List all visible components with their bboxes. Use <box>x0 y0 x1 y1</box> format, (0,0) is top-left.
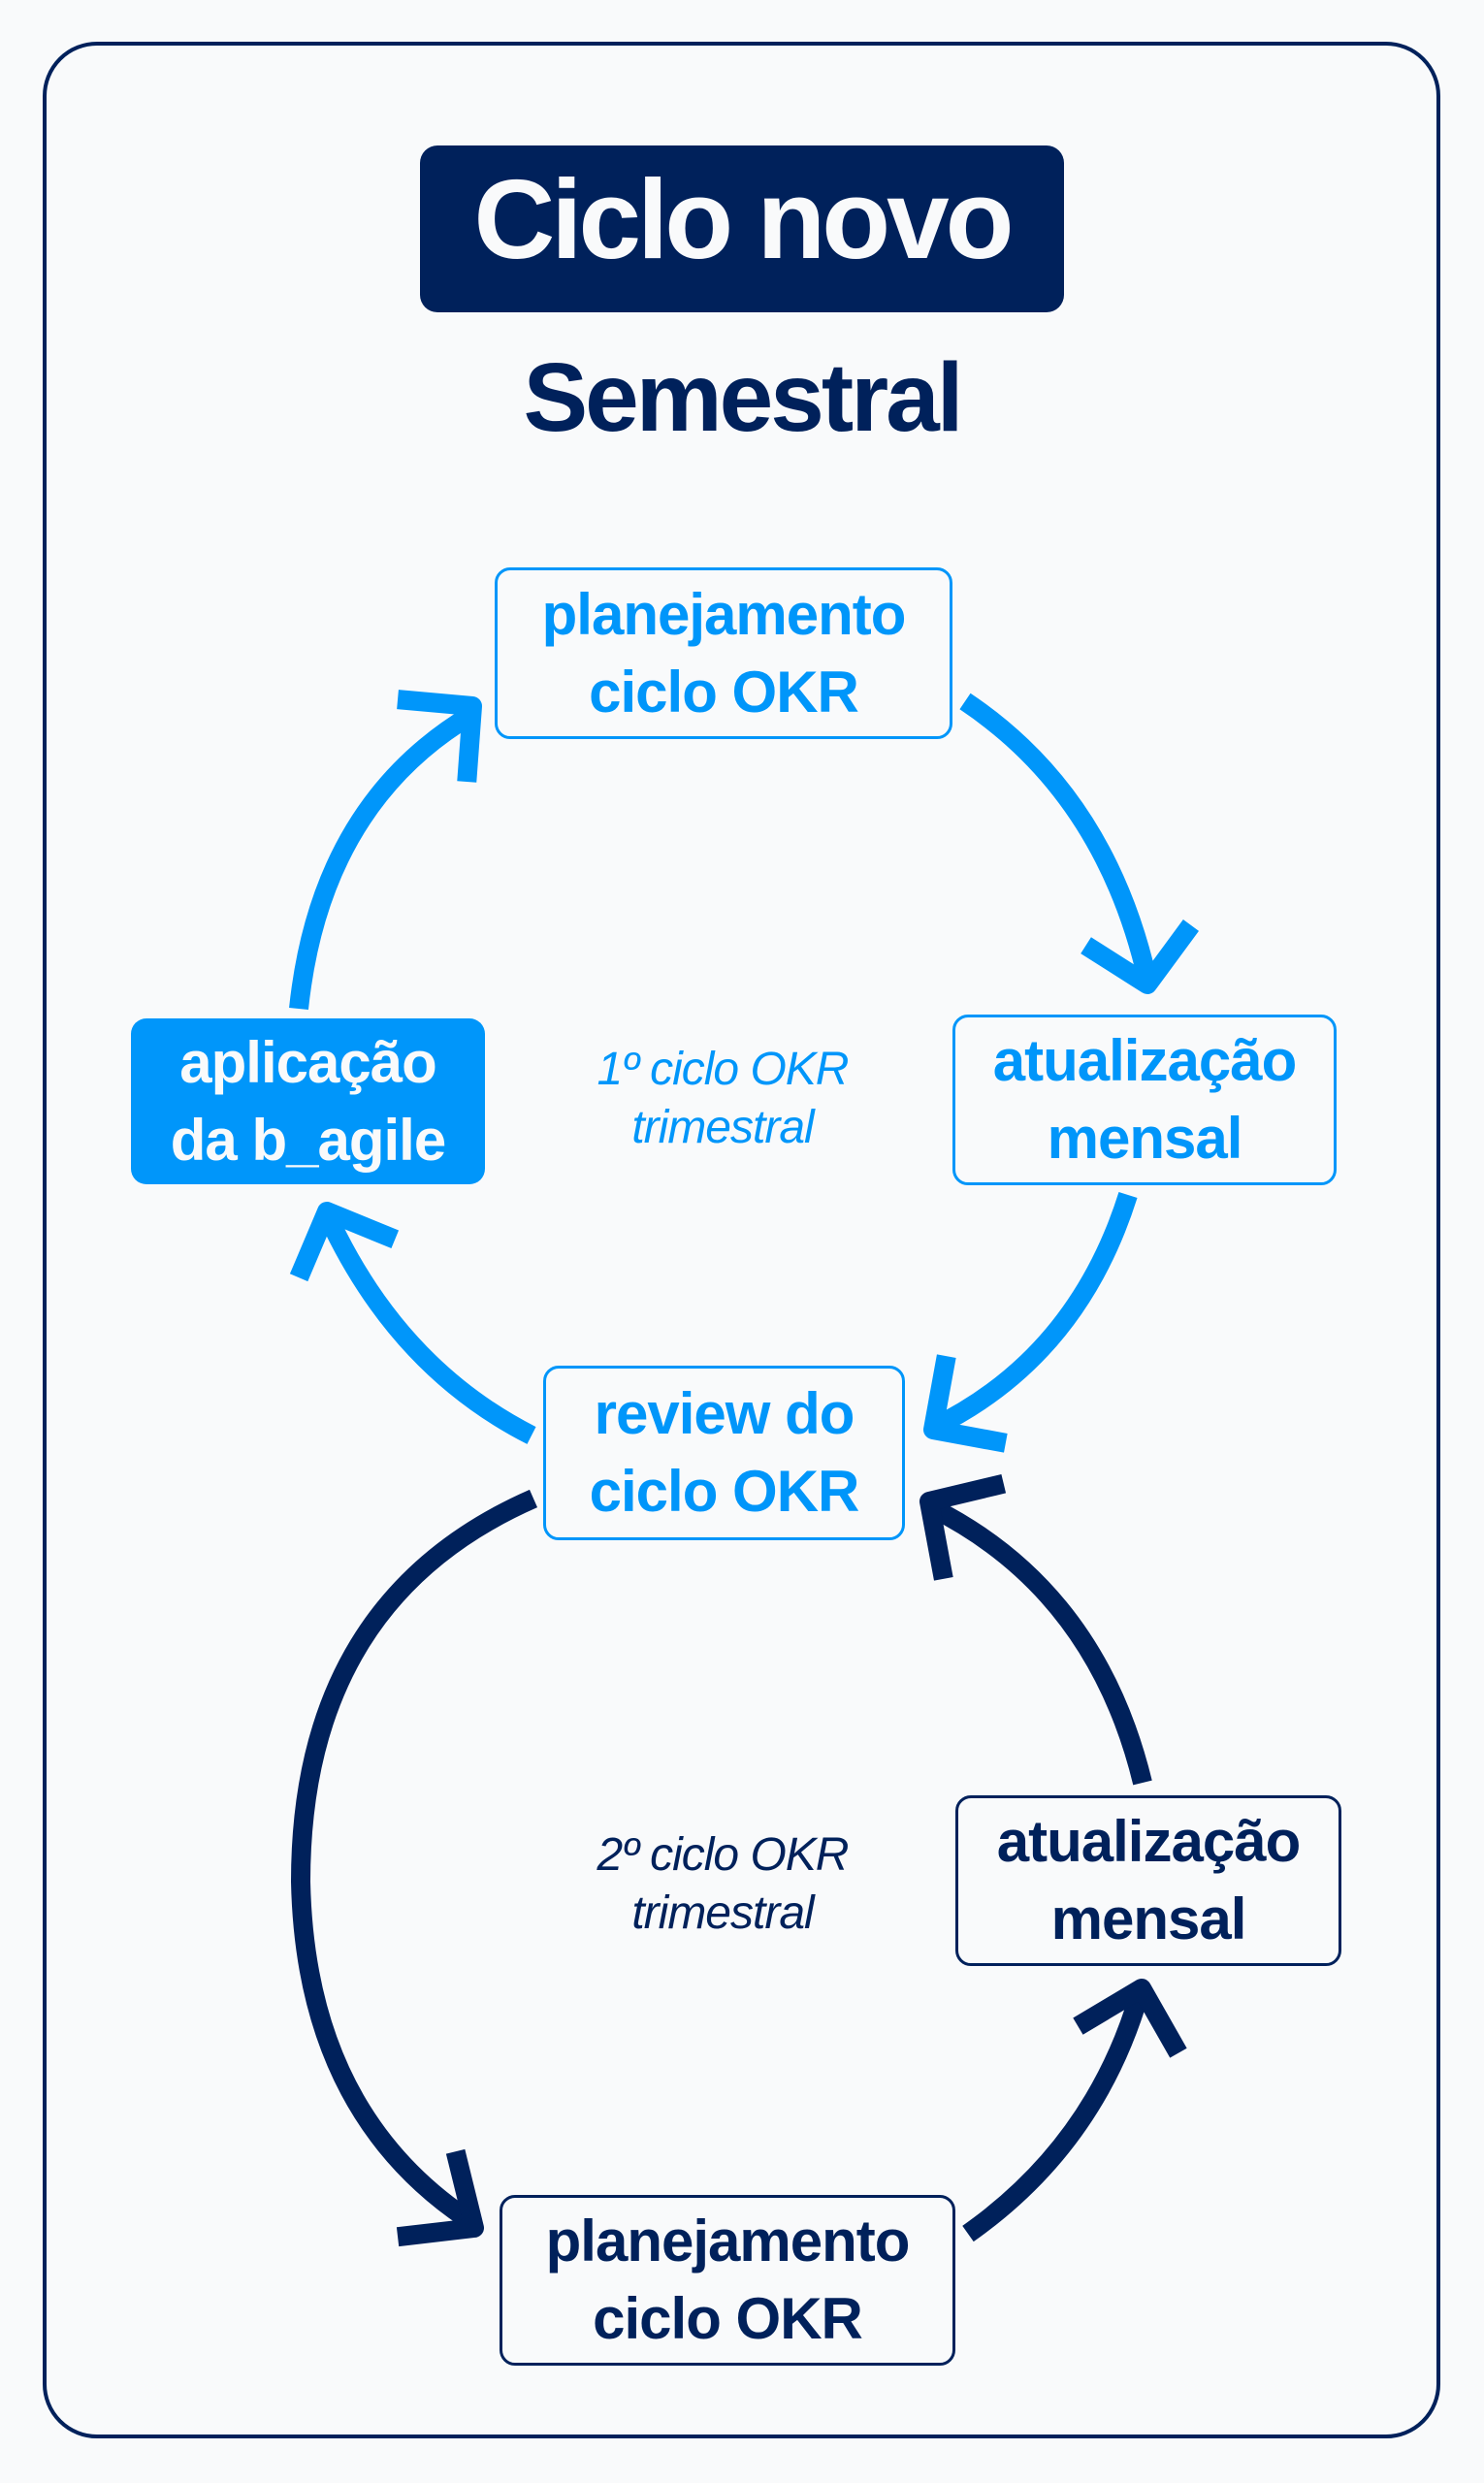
arrow-head <box>289 1202 400 1282</box>
second-cycle-label: 2º ciclo OKR trimestral <box>529 1826 917 1943</box>
node-label-line: atualização <box>992 1028 1297 1093</box>
node-label-line: atualização <box>996 1809 1301 1874</box>
cycle-label-line: trimestral <box>631 1102 814 1153</box>
arrow-shaft <box>959 693 1157 983</box>
arrow-head <box>919 1473 1007 1581</box>
arrow-planning-to-update <box>959 693 1199 994</box>
node-monthly-update-1: atualização mensal <box>952 1015 1337 1185</box>
arrow-review-to-application <box>289 1202 536 1444</box>
node-label-line: ciclo OKR <box>589 659 859 725</box>
arrow-shaft <box>289 706 477 1011</box>
arrow-update-2-to-review <box>919 1473 1152 1786</box>
arrow-shaft <box>928 1499 1152 1786</box>
node-review: review do ciclo OKR <box>543 1366 905 1540</box>
page-title: Ciclo novo <box>473 156 1015 282</box>
arrow-review-to-planning-2 <box>291 1489 538 2247</box>
node-application: aplicação da b_agile <box>131 1018 485 1184</box>
arrow-head <box>396 2148 484 2247</box>
node-label-line: planejamento <box>545 2209 911 2273</box>
node-label-line: planejamento <box>541 581 907 647</box>
node-planning-2: planejamento ciclo OKR <box>500 2195 955 2366</box>
arrow-application-to-planning <box>289 690 482 1011</box>
node-label-line: aplicação <box>179 1029 436 1095</box>
arrow-planning-2-to-update-2 <box>962 1979 1187 2242</box>
node-label-line: da b_agile <box>170 1107 446 1173</box>
node-label-line: ciclo OKR <box>593 2286 863 2351</box>
arrow-update-to-review <box>923 1191 1138 1453</box>
arrow-head <box>1073 1979 1187 2058</box>
node-label-line: mensal <box>1050 1886 1247 1951</box>
cycle-label-line: 1º ciclo OKR <box>597 1044 850 1095</box>
cycle-label-line: trimestral <box>631 1887 814 1939</box>
first-cycle-label: 1º ciclo OKR trimestral <box>529 1041 917 1157</box>
arrow-shaft <box>291 1489 538 2232</box>
outer-frame <box>43 42 1440 2438</box>
node-label-line: ciclo OKR <box>589 1459 860 1524</box>
arrow-shaft <box>318 1211 536 1444</box>
cycle-label-line: 2º ciclo OKR <box>597 1829 850 1881</box>
node-label-line: review do <box>594 1381 855 1446</box>
page-subtitle: Semestral <box>523 343 963 452</box>
node-label-line: mensal <box>1047 1106 1243 1171</box>
arrow-head <box>1081 919 1199 994</box>
arrow-head <box>923 1354 1008 1453</box>
node-planning-1: planejamento ciclo OKR <box>495 567 952 739</box>
node-monthly-update-2: atualização mensal <box>955 1795 1341 1966</box>
arrow-shaft <box>928 1191 1138 1436</box>
title-badge: Ciclo novo <box>420 145 1064 312</box>
arrow-head <box>397 690 482 783</box>
arrow-shaft <box>962 1990 1149 2242</box>
